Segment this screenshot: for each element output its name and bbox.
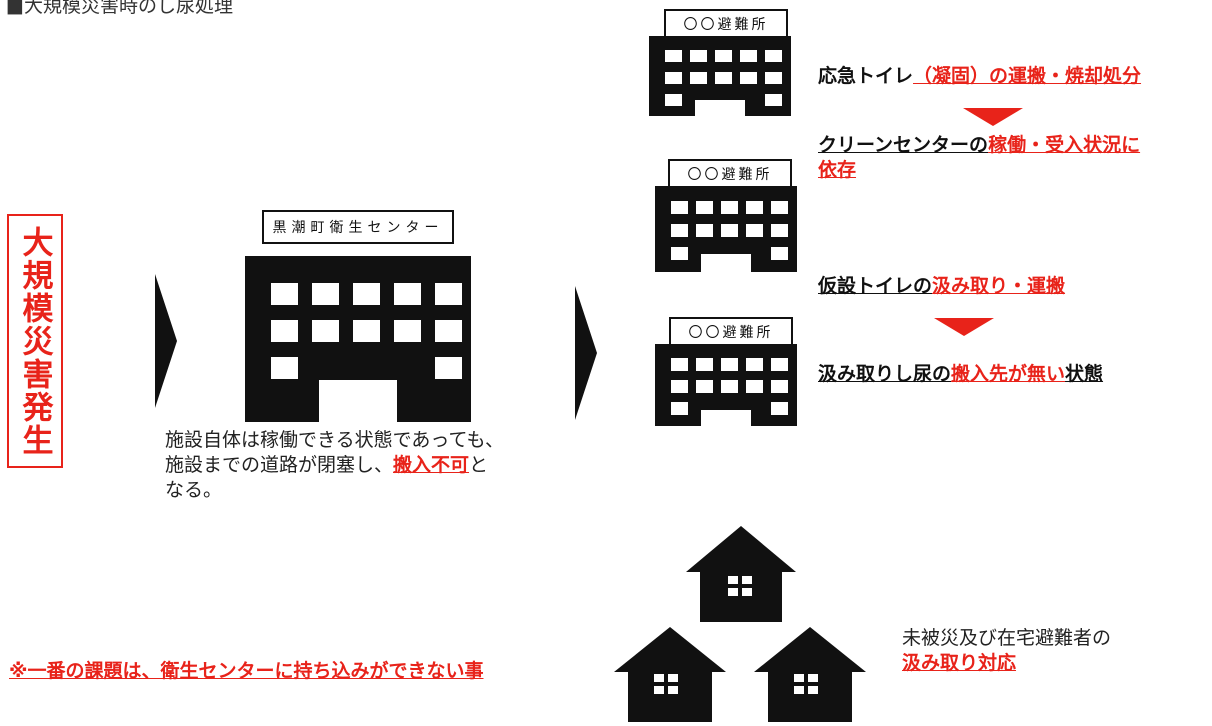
house-icon-top <box>686 526 796 626</box>
house-icon-left <box>614 627 726 726</box>
home-evacuees-line2: 汲み取り対応 <box>902 652 1017 674</box>
temp-toilet-label: 仮設トイレの <box>818 275 933 297</box>
emergency-toilet-label: 応急トイレ <box>818 65 914 87</box>
center-description-line2: 施設までの道路が閉塞し、搬入不可と <box>165 453 504 478</box>
sanitation-center-building-icon <box>245 256 471 422</box>
shelter-sign-3: 〇〇避難所 <box>669 317 793 346</box>
shelter-building-icon-1 <box>649 36 791 116</box>
clean-center-label: クリーンセンターの <box>818 134 989 156</box>
center-description-line2-end: と <box>469 454 489 476</box>
no-destination-highlight: 搬入先が無い <box>951 363 1066 385</box>
flow-arrow-1 <box>155 274 177 408</box>
center-description: 施設自体は稼働できる状態であっても、 施設までの道路が閉塞し、搬入不可と なる。 <box>165 428 504 503</box>
clean-center-status: 稼働・受入状況に <box>988 134 1141 156</box>
collected-waste-state: 状態 <box>1065 363 1104 385</box>
down-arrow-1 <box>963 108 1023 126</box>
main-issue-note: ※一番の課題は、衛生センターに持ち込みができない事 <box>9 660 484 682</box>
shelter-building-icon-3 <box>655 344 797 426</box>
sanitation-center-sign: 黒潮町衛生センター <box>262 210 454 244</box>
home-evacuees-line1: 未被災及び在宅避難者の <box>902 627 1112 649</box>
shelter-building-icon-2 <box>655 186 797 272</box>
down-arrow-2 <box>934 318 994 336</box>
flow-arrow-2 <box>575 286 597 420</box>
clean-center-depend: 依存 <box>818 159 857 181</box>
temp-toilet-collection: 汲み取り・運搬 <box>932 275 1066 297</box>
home-evacuees-text: 未被災及び在宅避難者の 汲み取り対応 <box>902 626 1111 676</box>
disaster-occurrence-box: 大規模災害発生 <box>7 214 63 468</box>
shelter-sign-2: 〇〇避難所 <box>668 159 792 188</box>
clean-center-line1: クリーンセンターの稼働・受入状況に <box>818 133 1140 158</box>
delivery-impossible-highlight: 搬入不可 <box>393 454 470 476</box>
center-description-line2-text: 施設までの道路が閉塞し、 <box>165 454 394 476</box>
house-icon-right <box>754 627 866 726</box>
emergency-toilet-text: 応急トイレ（凝固）の運搬・焼却処分 <box>818 64 1141 89</box>
page-heading: ■大規模災害時のし尿処理 <box>6 0 233 17</box>
clean-center-line2: 依存 <box>818 158 1140 183</box>
collected-waste-text: 汲み取りし尿の搬入先が無い状態 <box>818 362 1103 387</box>
clean-center-text: クリーンセンターの稼働・受入状況に 依存 <box>818 133 1140 183</box>
center-description-line3: なる。 <box>165 479 223 501</box>
collected-waste-label: 汲み取りし尿の <box>818 363 952 385</box>
disaster-occurrence-label: 大規模災害発生 <box>16 225 53 457</box>
emergency-toilet-disposal: （凝固）の運搬・焼却処分 <box>913 65 1142 87</box>
shelter-sign-1: 〇〇避難所 <box>664 9 788 38</box>
temp-toilet-text: 仮設トイレの汲み取り・運搬 <box>818 274 1065 299</box>
center-description-line1: 施設自体は稼働できる状態であっても、 <box>165 429 504 451</box>
